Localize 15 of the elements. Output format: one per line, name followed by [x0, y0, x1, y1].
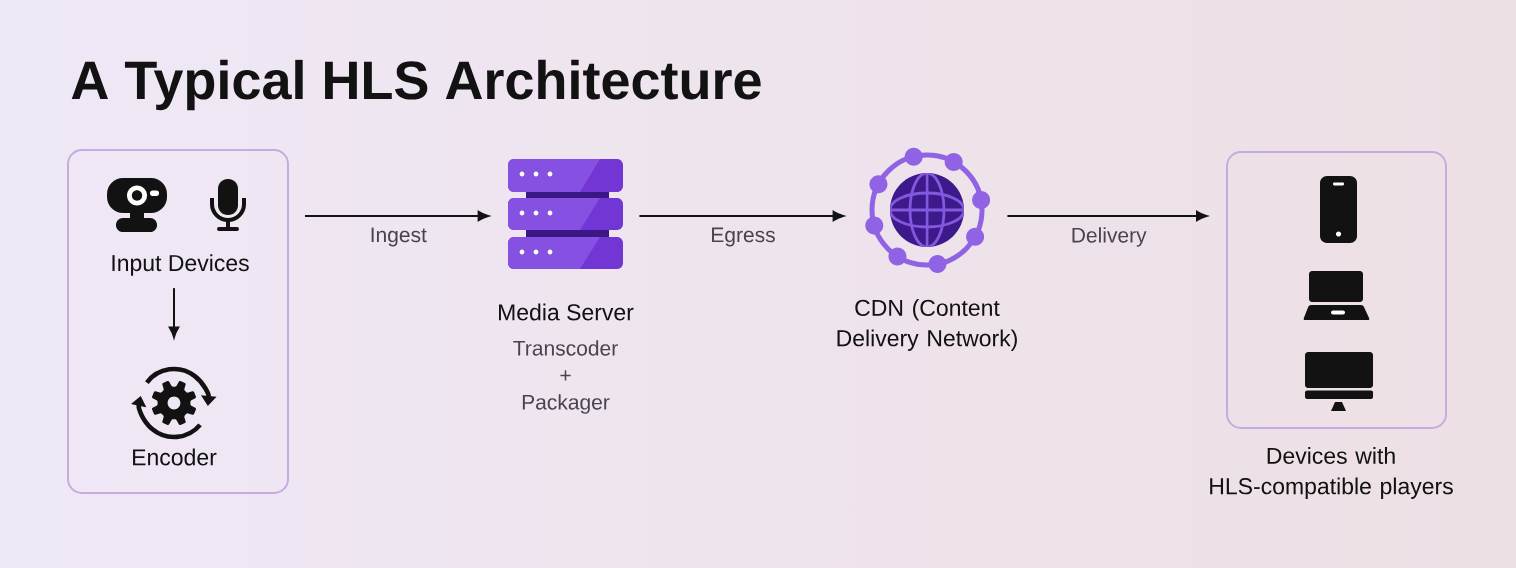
- node-label: Media Server: [499, 303, 634, 321]
- title: A Typical HLS Architecture: [71, 59, 761, 111]
- edge-label: Ingest: [371, 227, 427, 247]
- edge-label: Egress: [712, 227, 775, 247]
- group-box: [67, 149, 289, 494]
- node-label: Input Devices: [112, 254, 249, 276]
- arrow: [168, 287, 180, 338]
- edge-label: Delivery: [1072, 227, 1147, 247]
- node-caption: Transcoder + Packager: [513, 340, 618, 414]
- arrow: [1006, 210, 1208, 222]
- arrow: [304, 210, 489, 222]
- arrow: [638, 210, 844, 222]
- node-label: Devices with HLS-compatible players: [1210, 447, 1453, 499]
- node-label: CDN (Content Delivery Network): [837, 299, 1017, 351]
- node-label: Encoder: [133, 448, 217, 466]
